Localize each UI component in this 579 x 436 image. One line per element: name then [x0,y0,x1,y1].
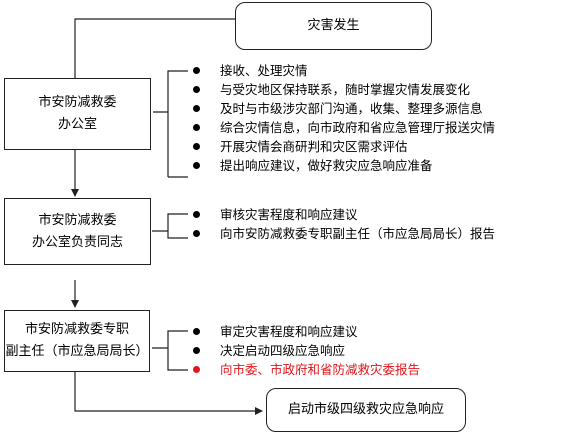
task-item: 提出响应建议，做好救灾应急响应准备 [191,156,495,175]
node-office-head-label: 市安防减救委 办公室负责同志 [31,212,123,250]
task-item: 决定启动四级应急响应 [191,341,420,360]
task-item: 向市委、市政府和省防减救灾委报告 [191,360,420,379]
bracket-vice-tasks [152,330,188,349]
bracket-head-tasks [152,213,188,232]
task-item: 及时与市级涉灾部门沟通，收集、整理多源信息 [191,99,495,118]
vice-director-task-list: 审定灾害程度和响应建议决定启动四级应急响应向市委、市政府和省防减救灾委报告 [191,322,420,379]
office-head-task-list: 审核灾害程度和响应建议向市安防减救委专职副主任（市应急局局长）报告 [191,205,495,243]
node-city-office-label: 市安防减救委 办公室 [38,95,117,132]
node-city-office: 市安防减救委 办公室 [4,78,151,150]
bracket-head-bottom [167,231,188,239]
node-start-response: 启动市级四级救灾应急响应 [266,388,466,432]
bracket-office-tasks [153,70,188,113]
connector-event-office [74,18,235,78]
node-vice-director-label: 市安防减救委专职 副主任（市应急局局长） [5,322,149,359]
task-item: 审核灾害程度和响应建议 [191,205,495,224]
task-item: 向市安防减救委专职副主任（市应急局局长）报告 [191,224,495,243]
node-vice-director: 市安防减救委专职 副主任（市应急局局长） [4,310,150,372]
task-item: 接收、处理灾情 [191,61,495,80]
task-item: 综合灾情信息，向市政府和省应急管理厅报送灾情 [191,118,495,137]
node-disaster-occurs: 灾害发生 [235,2,432,50]
node-disaster-occurs-label: 灾害发生 [307,18,360,33]
bracket-vice-bottom [167,348,188,371]
task-item: 审定灾害程度和响应建议 [191,322,420,341]
node-start-response-label: 启动市级四级救灾应急响应 [287,402,444,417]
task-item: 开展灾情会商研判和灾区需求评估 [191,137,495,156]
task-item: 与受灾地区保持联系，随时掌握灾情发展变化 [191,80,495,99]
node-office-head: 市安防减救委 办公室负责同志 [4,198,151,265]
arrow-vice-response [74,372,263,415]
office-task-list: 接收、处理灾情与受灾地区保持联系，随时掌握灾情发展变化及时与市级涉灾部门沟通，收… [191,61,495,175]
